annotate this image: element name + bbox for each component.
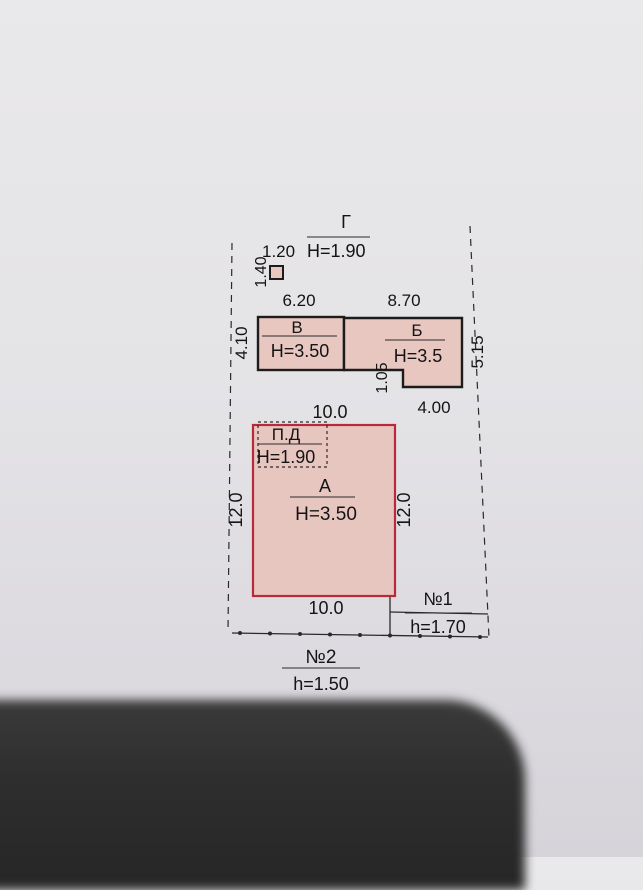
building-v-shape (256, 315, 346, 372)
fence-1: №1 h=1.70 (405, 589, 472, 637)
building-a-left-dim: 12.0 (226, 492, 246, 527)
outbuilding-g-height: H=1.90 (307, 241, 366, 261)
fence-2-height: h=1.50 (293, 674, 349, 694)
building-b-letter: Б (411, 321, 422, 340)
building-a-bottom-dim: 10.0 (308, 598, 343, 618)
building-b: Б H=3.5 8.70 5.15 4.00 1.05 (342, 291, 487, 417)
outbuilding-g: Г H=1.90 1.20 1.40 (253, 212, 370, 288)
building-b-bottom-dim: 4.00 (417, 398, 450, 417)
building-a-top-dim: 10.0 (312, 402, 347, 422)
fence-2-number: №2 (306, 647, 337, 668)
building-a-shape (251, 423, 397, 598)
fence-1-number: №1 (423, 589, 452, 609)
building-b-top-dim: 8.70 (387, 291, 420, 310)
building-a-letter: А (319, 476, 331, 496)
building-b-side-dim: 5.15 (468, 335, 487, 368)
porch-pd-height: H=1.90 (257, 447, 316, 467)
building-v-side-dim: 4.10 (232, 326, 251, 359)
fence-posts (238, 631, 482, 639)
building-v-top-dim: 6.20 (282, 291, 315, 310)
building-v: В H=3.50 6.20 4.10 (232, 291, 346, 372)
site-boundary (227, 225, 490, 639)
building-a-height: H=3.50 (295, 504, 357, 525)
building-v-letter: В (291, 318, 302, 337)
building-b-notch-dim: 1.05 (374, 362, 391, 393)
fence-2: №2 h=1.50 (282, 647, 360, 694)
building-a-right-dim: 12.0 (394, 492, 414, 527)
site-plan: Г H=1.90 1.20 1.40 В H=3.50 6.20 4.10 Б … (226, 212, 490, 694)
building-a: А H=3.50 10.0 10.0 12.0 12.0 (226, 402, 414, 618)
fence-1-height: h=1.70 (410, 617, 466, 637)
building-b-height: H=3.5 (394, 346, 443, 366)
porch-pd-letter: П.Д (272, 425, 301, 444)
building-b-shape (342, 316, 464, 389)
building-v-height: H=3.50 (271, 341, 330, 361)
porch-pd: П.Д H=1.90 (257, 421, 328, 468)
outbuilding-g-letter: Г (341, 212, 351, 232)
outbuilding-g-shape (269, 265, 284, 280)
outbuilding-g-height-dim: 1.40 (253, 256, 270, 287)
hand-shadow (0, 700, 525, 890)
outbuilding-g-width: 1.20 (262, 242, 295, 261)
